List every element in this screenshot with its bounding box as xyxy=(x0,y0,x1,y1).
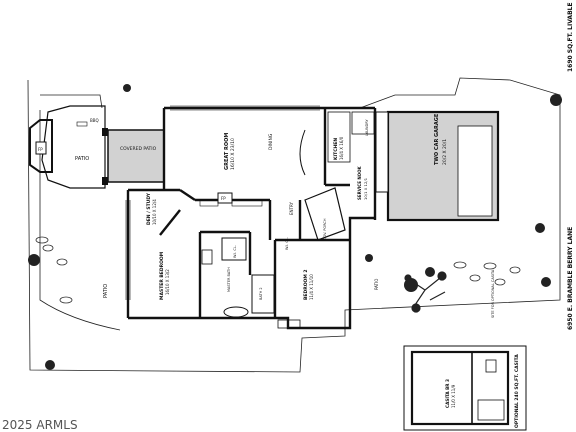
fireplace-icon xyxy=(217,192,233,204)
casita-site-note: SITE FOR OPTIONAL CASITA xyxy=(491,269,495,318)
watermark: 2025 ARMLS xyxy=(2,418,78,432)
casita-dim: 11/0 X 11/9 xyxy=(451,384,456,408)
bedroom2-dim: 11/4 X 11/10 xyxy=(309,274,314,300)
toilet-icon xyxy=(201,249,213,265)
cov-porch-label: COV. PORCH xyxy=(323,218,327,240)
site-boundary xyxy=(27,77,561,373)
windows xyxy=(125,105,320,300)
great-room-dim: 16/10 X 23/10 xyxy=(230,138,236,170)
kitchen-dim: 16/4 X 16/0 xyxy=(339,136,344,160)
tub-icon xyxy=(223,306,249,318)
fp-outdoor-label: FP xyxy=(38,147,43,152)
shrub-group xyxy=(28,84,562,370)
fireplace-outdoor-icon xyxy=(35,141,47,155)
covered-patio-floor xyxy=(107,129,165,183)
entry-label: ENTRY xyxy=(289,202,294,215)
wic1-label: W.I. CL. xyxy=(233,245,237,258)
den-label: DEN / STUDY xyxy=(146,192,152,225)
area-label: 1690 SQ.FT. LIVABLE xyxy=(567,2,574,72)
patio-column xyxy=(102,177,108,185)
master-closet xyxy=(221,237,247,261)
bbq-label: BBQ xyxy=(90,118,99,123)
bath2-label: BATH 2 xyxy=(259,287,263,300)
laundry-box xyxy=(351,111,375,135)
casita-walls xyxy=(410,350,510,426)
patio-column xyxy=(102,128,108,136)
west-patio xyxy=(29,105,106,189)
patio-south-label: PATIO xyxy=(103,284,109,298)
casita-inset-frame xyxy=(403,345,527,431)
builtin-shelf xyxy=(231,199,263,207)
patio-east-label: PATIO xyxy=(374,279,379,290)
garage-dim: 20/2 X 20/1 xyxy=(442,139,448,165)
great-room-label: GREAT ROOM xyxy=(224,133,230,170)
garage-label: TWO CAR GARAGE xyxy=(434,113,440,165)
patio-west-label: PATIO xyxy=(75,156,89,162)
kitchen-island xyxy=(299,129,306,176)
street-label: 6950 E. BRAMBLE BERRY LANE xyxy=(567,227,574,330)
service-nook-dim: 10/1 X 12/1 xyxy=(363,177,368,200)
master-bath-label: MASTER BATH xyxy=(227,267,231,292)
master-label: MASTER BEDROOM xyxy=(159,251,165,300)
stepping-stones xyxy=(35,236,521,304)
casita-toilet-icon xyxy=(485,359,497,373)
garage-parking-area xyxy=(457,125,493,217)
fp-label: FP xyxy=(221,196,226,201)
tub2-icon xyxy=(277,319,301,329)
dining-label: DINING xyxy=(268,133,274,150)
kitchen-label: KITCHEN xyxy=(333,138,339,160)
bedroom2-label: BEDROOM 2 xyxy=(303,269,309,300)
den-dim: 10/10 X 12/4 xyxy=(152,199,157,225)
casita-room-label: CASITA BR 3 xyxy=(445,379,450,408)
laundry-label: LAUNDRY xyxy=(365,118,369,136)
tree xyxy=(404,271,447,313)
optional-casita-title: OPTIONAL 240 SQ.FT. CASITA xyxy=(514,354,520,428)
house-walls xyxy=(126,106,377,330)
service-nook-label: SERVICE NOOK xyxy=(357,166,362,200)
covered-patio-label: COVERED PATIO xyxy=(120,146,157,152)
bath2-box xyxy=(251,274,275,314)
bbq-icon xyxy=(76,121,88,127)
garage-workbench xyxy=(375,111,389,193)
builtin-shelf xyxy=(199,199,219,207)
wic2-label: W.I. CL. xyxy=(285,237,289,250)
covered-porch-outline xyxy=(304,187,346,241)
master-dim: 16/10 X 13/2 xyxy=(165,269,170,295)
kitchen-counter xyxy=(327,111,351,163)
casita-tub-icon xyxy=(477,399,505,421)
